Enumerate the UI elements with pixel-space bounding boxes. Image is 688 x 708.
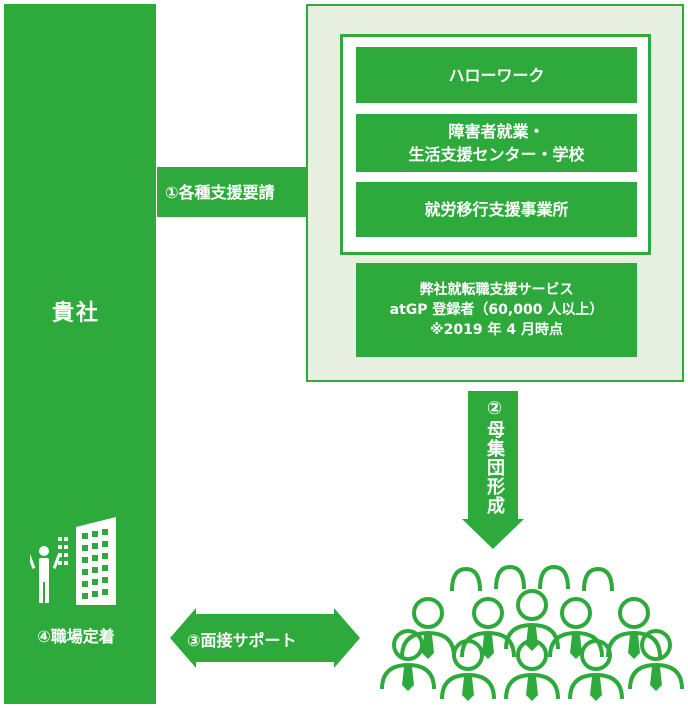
service-line-2: atGP 登録者（60,000 人以上）	[389, 302, 604, 318]
pool-formation-arrow	[462, 391, 524, 549]
people-group-icon	[380, 565, 684, 703]
request-arrow	[157, 161, 339, 223]
step3-label: ③面接サポート	[187, 631, 297, 650]
institution-hello-work: ハローワーク	[356, 47, 637, 103]
step1-label: ①各種支援要請	[165, 183, 275, 202]
service-box: 弊社就転職支援サービス atGP 登録者（60,000 人以上） ※2019 年…	[356, 263, 637, 357]
institution-transition-support: 就労移行支援事業所	[356, 182, 637, 237]
service-line-1: 弊社就転職支援サービス	[419, 282, 574, 298]
company-label: 貴社	[51, 301, 100, 326]
institution-line: 就労移行支援事業所	[424, 200, 569, 219]
step2-label: ②母集団形成	[484, 398, 505, 515]
service-line-3: ※2019 年 4 月時点	[430, 322, 563, 338]
interview-support-arrow	[170, 608, 360, 668]
institution-line: ハローワーク	[448, 65, 545, 85]
step4-label: ④職場定着	[37, 627, 115, 646]
building-person-icon	[30, 517, 116, 605]
institution-line: 障害者就業・	[448, 122, 545, 141]
institution-line: 生活支援センター・学校	[408, 145, 585, 164]
institution-support-center: 障害者就業・ 生活支援センター・学校	[356, 114, 637, 172]
